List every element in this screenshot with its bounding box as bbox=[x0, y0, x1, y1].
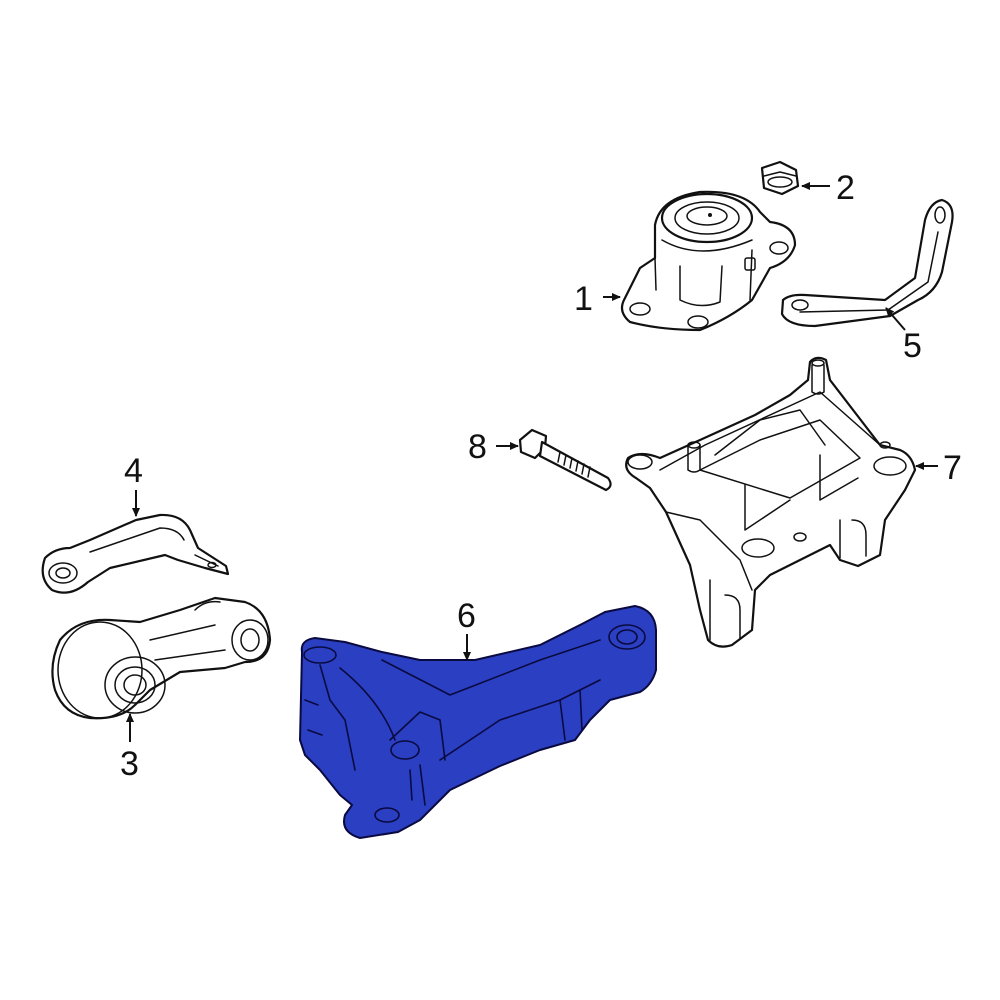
callout-1: 1 bbox=[574, 280, 593, 318]
part-1-engine-mount[interactable] bbox=[620, 190, 797, 332]
part-2-nut[interactable] bbox=[760, 160, 800, 196]
part-7-support-bracket[interactable] bbox=[625, 356, 917, 648]
callout-3: 3 bbox=[120, 745, 139, 783]
callout-8: 8 bbox=[468, 428, 487, 466]
callout-4: 4 bbox=[124, 452, 143, 490]
part-8-bolt[interactable] bbox=[518, 428, 612, 492]
part-4-torque-rod[interactable] bbox=[41, 513, 230, 594]
part-5-bracket[interactable] bbox=[780, 198, 954, 328]
callout-5: 5 bbox=[903, 327, 922, 365]
part-3-lower-mount[interactable] bbox=[51, 596, 272, 720]
part-6-transmission-bracket[interactable] bbox=[299, 605, 657, 839]
leader-lines bbox=[126, 182, 938, 742]
callout-7: 7 bbox=[943, 449, 962, 487]
leader-5 bbox=[885, 307, 906, 331]
callout-6: 6 bbox=[457, 597, 476, 635]
callout-2: 2 bbox=[836, 169, 855, 207]
